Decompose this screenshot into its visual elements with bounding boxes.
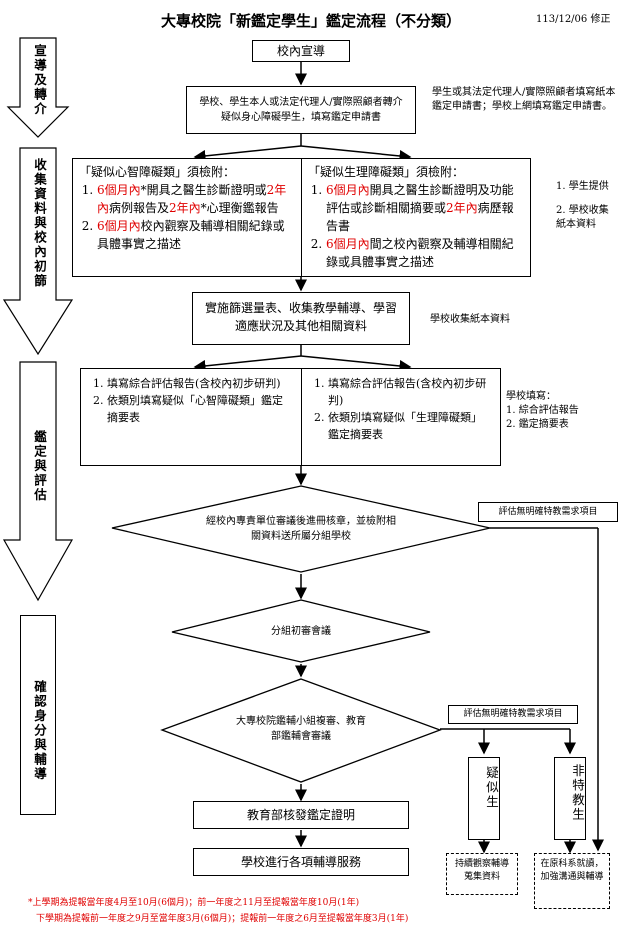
no-need-mid-label: 評估無明確特教需求項目: [463, 709, 563, 719]
observe-box: 持續觀察輔導蒐集資料: [446, 853, 518, 895]
referral-label: 學校、學生本人或法定代理人/實際照顧者轉介疑似身心障礙學生，填寫鑑定申請書: [199, 97, 403, 123]
promote-box: 校內宣導: [252, 40, 350, 62]
stage-box-4: [20, 615, 56, 815]
original-box: 在原科系就讀，加強溝通與輔導: [534, 853, 610, 909]
stage-arrow-3: [2, 361, 74, 602]
certificate-box: 教育部核發鑑定證明: [193, 801, 409, 829]
no-need-top-box: 評估無明確特教需求項目: [478, 502, 618, 522]
side-note-4: 學校填寫： 1. 綜合評估報告 2. 鑑定摘要表: [506, 391, 579, 430]
mental-docs-box: 「疑似心智障礙類」須檢附： 6個月內*開具之醫生診斷證明或2年內病例報告及2年內…: [72, 158, 302, 277]
stage-arrow-2: [2, 147, 74, 356]
no-need-top-label: 評估無明確特教需求項目: [498, 507, 598, 517]
suspected-box: 疑似生: [468, 757, 500, 840]
stage-label-3: 鑑定與評估: [32, 430, 47, 503]
stage-arrow-1: [6, 37, 70, 138]
stage-label-2: 收集資料與校內初篩: [32, 158, 47, 289]
physio-docs-box: 「疑似生理障礙類」須檢附： 6個月內開具之醫生診斷證明及功能評估或診斷相關摘要或…: [301, 158, 531, 277]
stage-label-1: 宣導及轉介: [32, 44, 47, 117]
screening-label: 實施篩選量表、收集教學輔導、學習適應狀況及其他相關資料: [204, 301, 397, 333]
mental-doc-item-2: 6個月內校內觀察及輔導相關紀錄或具體事實之描述: [97, 217, 295, 253]
review1-label: 經校內專責單位審議後進冊核章，並檢附相關資料送所屬分組學校: [206, 516, 396, 542]
side-note-3: 學校收集紙本資料: [430, 314, 510, 325]
side-note-2: 1. 學生提供 2. 學校收集紙本資料: [556, 181, 609, 230]
eval-right-item-2: 依類別填寫疑似「生理障礙類」鑑定摘要表: [328, 409, 492, 443]
physio-doc-item-2: 6個月內間之校內觀察及輔導相關紀錄或具體事實之描述: [326, 235, 524, 271]
eval-right-box: 填寫綜合評估報告(含校內初步研判) 依類別填寫疑似「生理障礙類」鑑定摘要表: [301, 368, 501, 466]
review-diamond-3: [160, 678, 442, 783]
promote-label: 校內宣導: [276, 44, 325, 58]
review2-label: 分組初審會議: [271, 626, 331, 637]
review-diamond-1: [111, 485, 491, 573]
footer-line-2: 下學期為提報前一年度之9月至當年度3月(6個月)；提報前一年度之6月至提報當年度…: [36, 914, 409, 924]
screening-box: 實施篩選量表、收集教學輔導、學習適應狀況及其他相關資料: [192, 292, 410, 345]
eval-right-item-1: 填寫綜合評估報告(含校內初步研判): [328, 375, 492, 409]
footer-line-1: *上學期為提報當年度4月至10月(6個月)；前一年度之11月至提報當年度10月(…: [28, 898, 360, 908]
observe-label: 持續觀察輔導蒐集資料: [454, 859, 509, 882]
page-title: 大專校院「新鑑定學生」鑑定流程（不分類）: [160, 12, 461, 30]
no-need-mid-box: 評估無明確特教需求項目: [448, 705, 578, 724]
non-special-box: 非特教生: [554, 757, 586, 840]
review-diamond-2: [171, 599, 431, 663]
review3-label: 大專校院鑑輔小組複審、教育部鑑輔會審議: [236, 716, 366, 742]
mental-docs-title: 「疑似心智障礙類」須檢附：: [79, 165, 236, 179]
mental-doc-item-1: 6個月內*開具之醫生診斷證明或2年內病例報告及2年內*心理衡鑑報告: [97, 181, 295, 217]
stage-label-4: 確認身分與輔導: [32, 680, 47, 782]
original-label: 在原科系就讀，加強溝通與輔導: [540, 859, 604, 882]
revision-date: 113/12/06 修正: [536, 14, 611, 25]
eval-left-item-1: 填寫綜合評估報告(含校內初步研判): [107, 375, 293, 392]
physio-doc-item-1: 6個月內開具之醫生診斷證明及功能評估或診斷相關摘要或2年內病歷報告書: [326, 181, 524, 235]
referral-box: 學校、學生本人或法定代理人/實際照顧者轉介疑似身心障礙學生，填寫鑑定申請書: [186, 86, 416, 134]
service-label: 學校進行各項輔導服務: [240, 855, 361, 869]
physio-docs-title: 「疑似生理障礙類」須檢附：: [308, 165, 465, 179]
eval-left-item-2: 依類別填寫疑似「心智障礙類」鑑定摘要表: [107, 392, 293, 426]
eval-left-box: 填寫綜合評估報告(含校內初步研判) 依類別填寫疑似「心智障礙類」鑑定摘要表: [80, 368, 302, 466]
side-note-1: 學生或其法定代理人/實際照顧者填寫紙本鑑定申請書；學校上網填寫鑑定申請書。: [432, 87, 616, 112]
service-box: 學校進行各項輔導服務: [193, 848, 409, 876]
certificate-label: 教育部核發鑑定證明: [246, 808, 355, 822]
